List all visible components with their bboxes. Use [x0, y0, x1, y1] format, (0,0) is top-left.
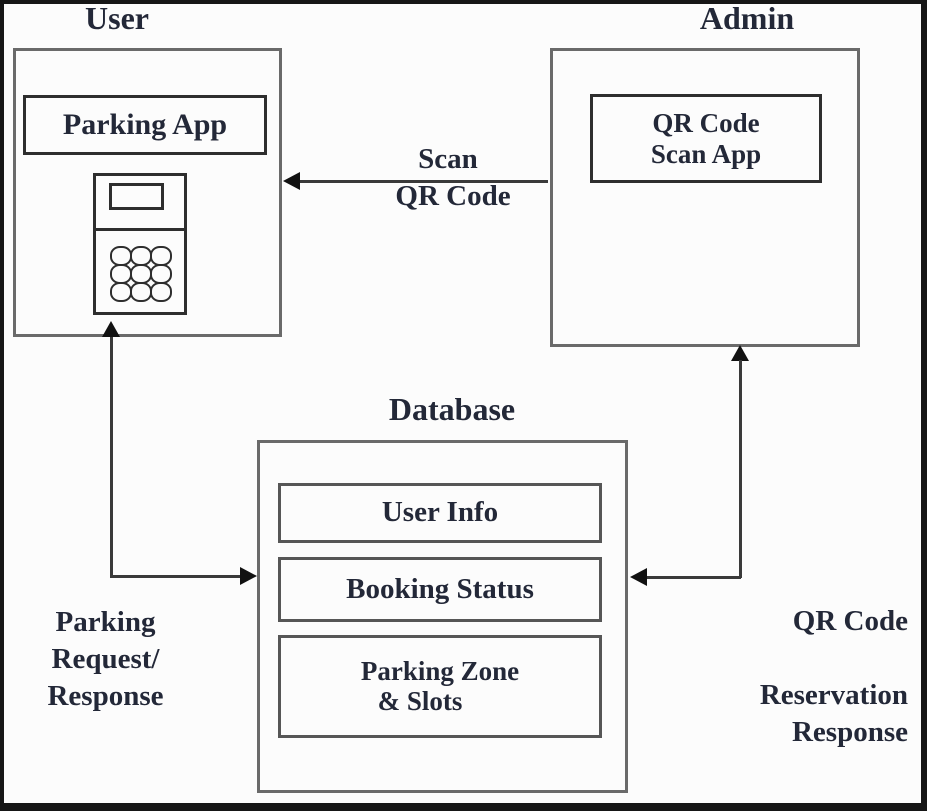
scan-qr-code-label-line1: Scan [418, 143, 478, 175]
keypad-button [110, 282, 132, 302]
qr-code-scan-app-label-line2: Scan App [650, 138, 762, 169]
admin-section-title: Admin [699, 0, 795, 36]
admin-section-box [550, 48, 860, 347]
user-database-horizontal-line [110, 575, 240, 578]
user-database-arrowhead-up-icon [102, 321, 120, 337]
mobile-device-icon [93, 173, 187, 315]
qr-code-reservation-response-label: QR Code Reservation Response [715, 603, 908, 751]
database-admin-arrowhead-left-icon [630, 568, 647, 586]
database-section-title: Database [388, 391, 516, 427]
keypad-button [130, 264, 152, 284]
scan-qr-code-label-line2: QR Code [395, 180, 511, 212]
device-divider [95, 228, 185, 231]
user-section-title: User [85, 0, 149, 36]
keypad-button [150, 282, 172, 302]
keypad-button [150, 264, 172, 284]
db-item-parking-zone-label-line2: & Slots [377, 685, 463, 716]
db-item-booking-status: Booking Status [278, 557, 602, 622]
scan-qr-code-arrowhead-left-icon [283, 172, 300, 190]
db-item-parking-zone-label-line1: Parking Zone [360, 655, 520, 686]
parking-app-label: Parking App [62, 108, 228, 142]
qr-reservation-label-line2: Reservation [759, 679, 908, 711]
parking-request-label-line2: Request/ [51, 643, 160, 675]
user-database-arrowhead-right-icon [240, 567, 257, 585]
device-keypad [110, 246, 172, 302]
keypad-button [130, 246, 152, 266]
parking-request-response-label: Parking Request/ Response [28, 604, 183, 715]
db-item-user-info: User Info [278, 483, 602, 543]
keypad-button [130, 282, 152, 302]
qr-reservation-label-line1: QR Code [792, 605, 908, 637]
database-admin-vertical-line [739, 360, 742, 578]
database-section-box [257, 440, 628, 793]
user-section-box [13, 48, 282, 337]
scan-qr-code-arrow-line [296, 180, 548, 183]
parking-request-label-line1: Parking [55, 606, 156, 638]
db-item-user-info-label: User Info [381, 496, 499, 529]
parking-request-label-line3: Response [47, 680, 164, 712]
user-database-vertical-line [110, 337, 113, 578]
database-admin-arrowhead-up-icon [731, 345, 749, 361]
device-screen [109, 183, 164, 210]
db-item-booking-status-label: Booking Status [346, 572, 534, 605]
parking-app-box: Parking App [23, 95, 267, 155]
keypad-button [110, 246, 132, 266]
keypad-button [110, 264, 132, 284]
qr-reservation-label-line3: Response [791, 716, 908, 748]
qr-code-scan-app-label-line1: QR Code [652, 108, 760, 139]
database-admin-horizontal-line [646, 576, 741, 579]
qr-code-scan-app-box: QR Code Scan App [590, 94, 822, 183]
keypad-button [150, 246, 172, 266]
db-item-parking-zone-slots: Parking Zone & Slots [278, 635, 602, 738]
